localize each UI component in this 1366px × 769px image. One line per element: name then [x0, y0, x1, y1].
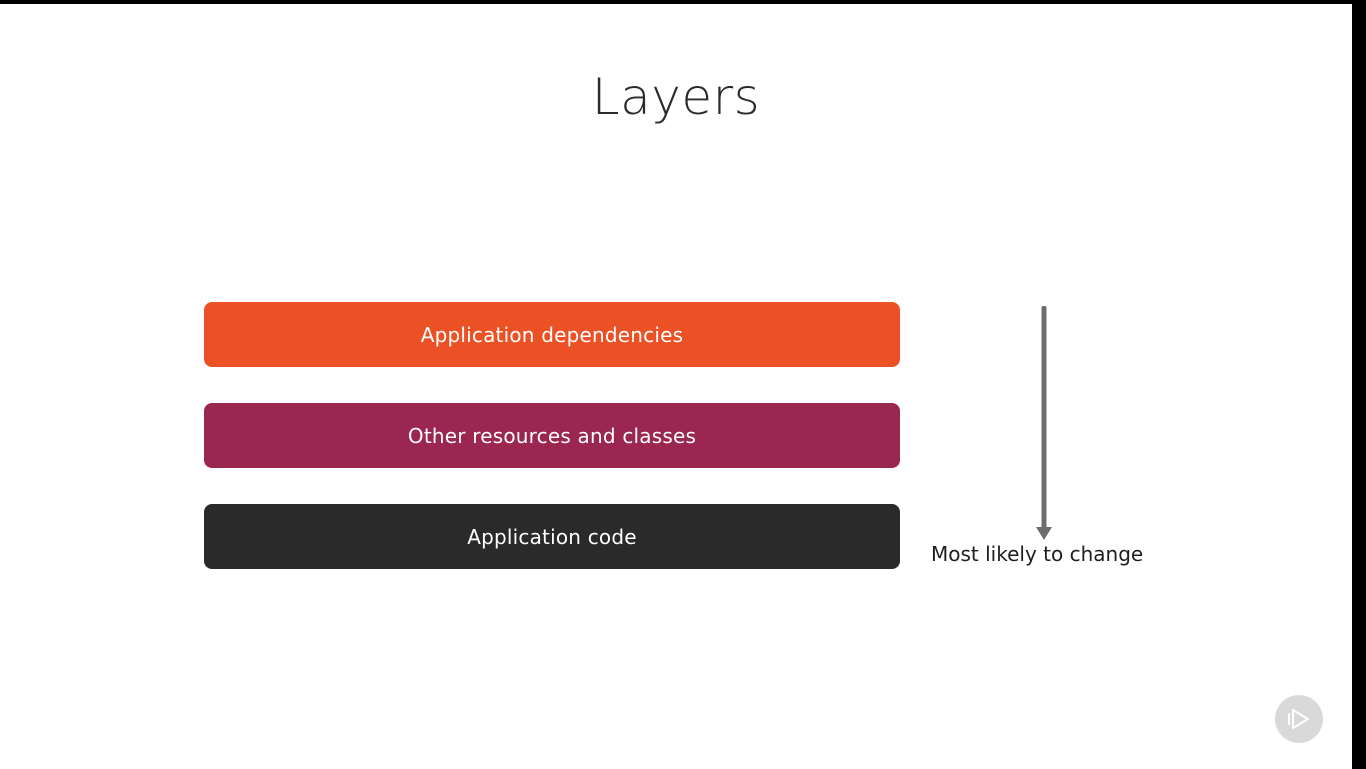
arrow-head	[1036, 527, 1052, 540]
arrow-label: Most likely to change	[931, 542, 1144, 566]
layer-application-code: Application code	[204, 504, 900, 569]
layer-label: Other resources and classes	[407, 423, 697, 448]
layer-application-dependencies: Application dependencies	[204, 302, 900, 367]
play-glyph	[1288, 709, 1309, 729]
slide: Layers Application dependencies Other re…	[0, 8, 1352, 769]
layer-label: Application code	[467, 524, 637, 549]
layer-label: Application dependencies	[420, 322, 684, 347]
layer-other-resources: Other resources and classes	[204, 403, 900, 468]
play-logo-icon	[1275, 695, 1323, 743]
change-arrow	[1036, 306, 1052, 540]
slide-title: Layers	[591, 68, 761, 126]
